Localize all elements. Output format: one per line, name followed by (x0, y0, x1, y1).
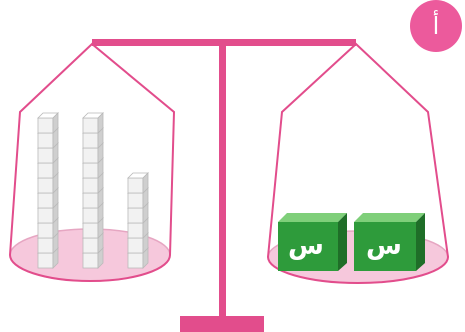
unit-cube (128, 173, 148, 193)
unit-cube-column (128, 173, 148, 268)
variable-cube: س (354, 213, 425, 271)
unit-cube-column (83, 113, 103, 268)
badge-label: أ (433, 10, 440, 40)
balance-base (180, 316, 264, 332)
balance-post (219, 44, 226, 318)
variable-label: س (288, 231, 324, 261)
right-pan: س س (268, 44, 448, 283)
unit-cube-columns (38, 113, 148, 268)
unit-cube (38, 113, 58, 133)
variable-label: س (366, 231, 402, 261)
left-pan (10, 44, 174, 281)
exercise-badge: أ (410, 0, 462, 52)
variable-cube: س (278, 213, 347, 271)
unit-cube (83, 113, 103, 133)
unit-cube-column (38, 113, 58, 268)
